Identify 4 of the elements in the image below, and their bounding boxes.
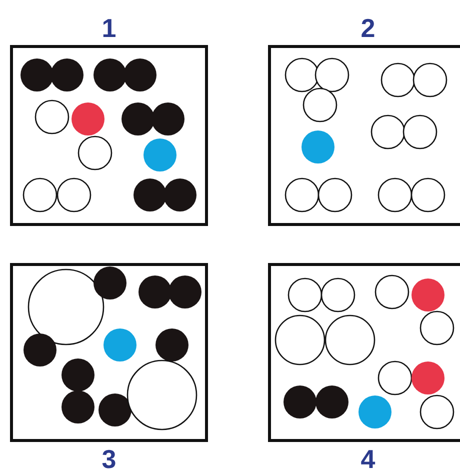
panel-number: 3: [102, 444, 116, 470]
panel-number: 4: [360, 444, 376, 470]
panel-number: 1: [102, 13, 116, 43]
panel-number: 2: [360, 13, 376, 43]
